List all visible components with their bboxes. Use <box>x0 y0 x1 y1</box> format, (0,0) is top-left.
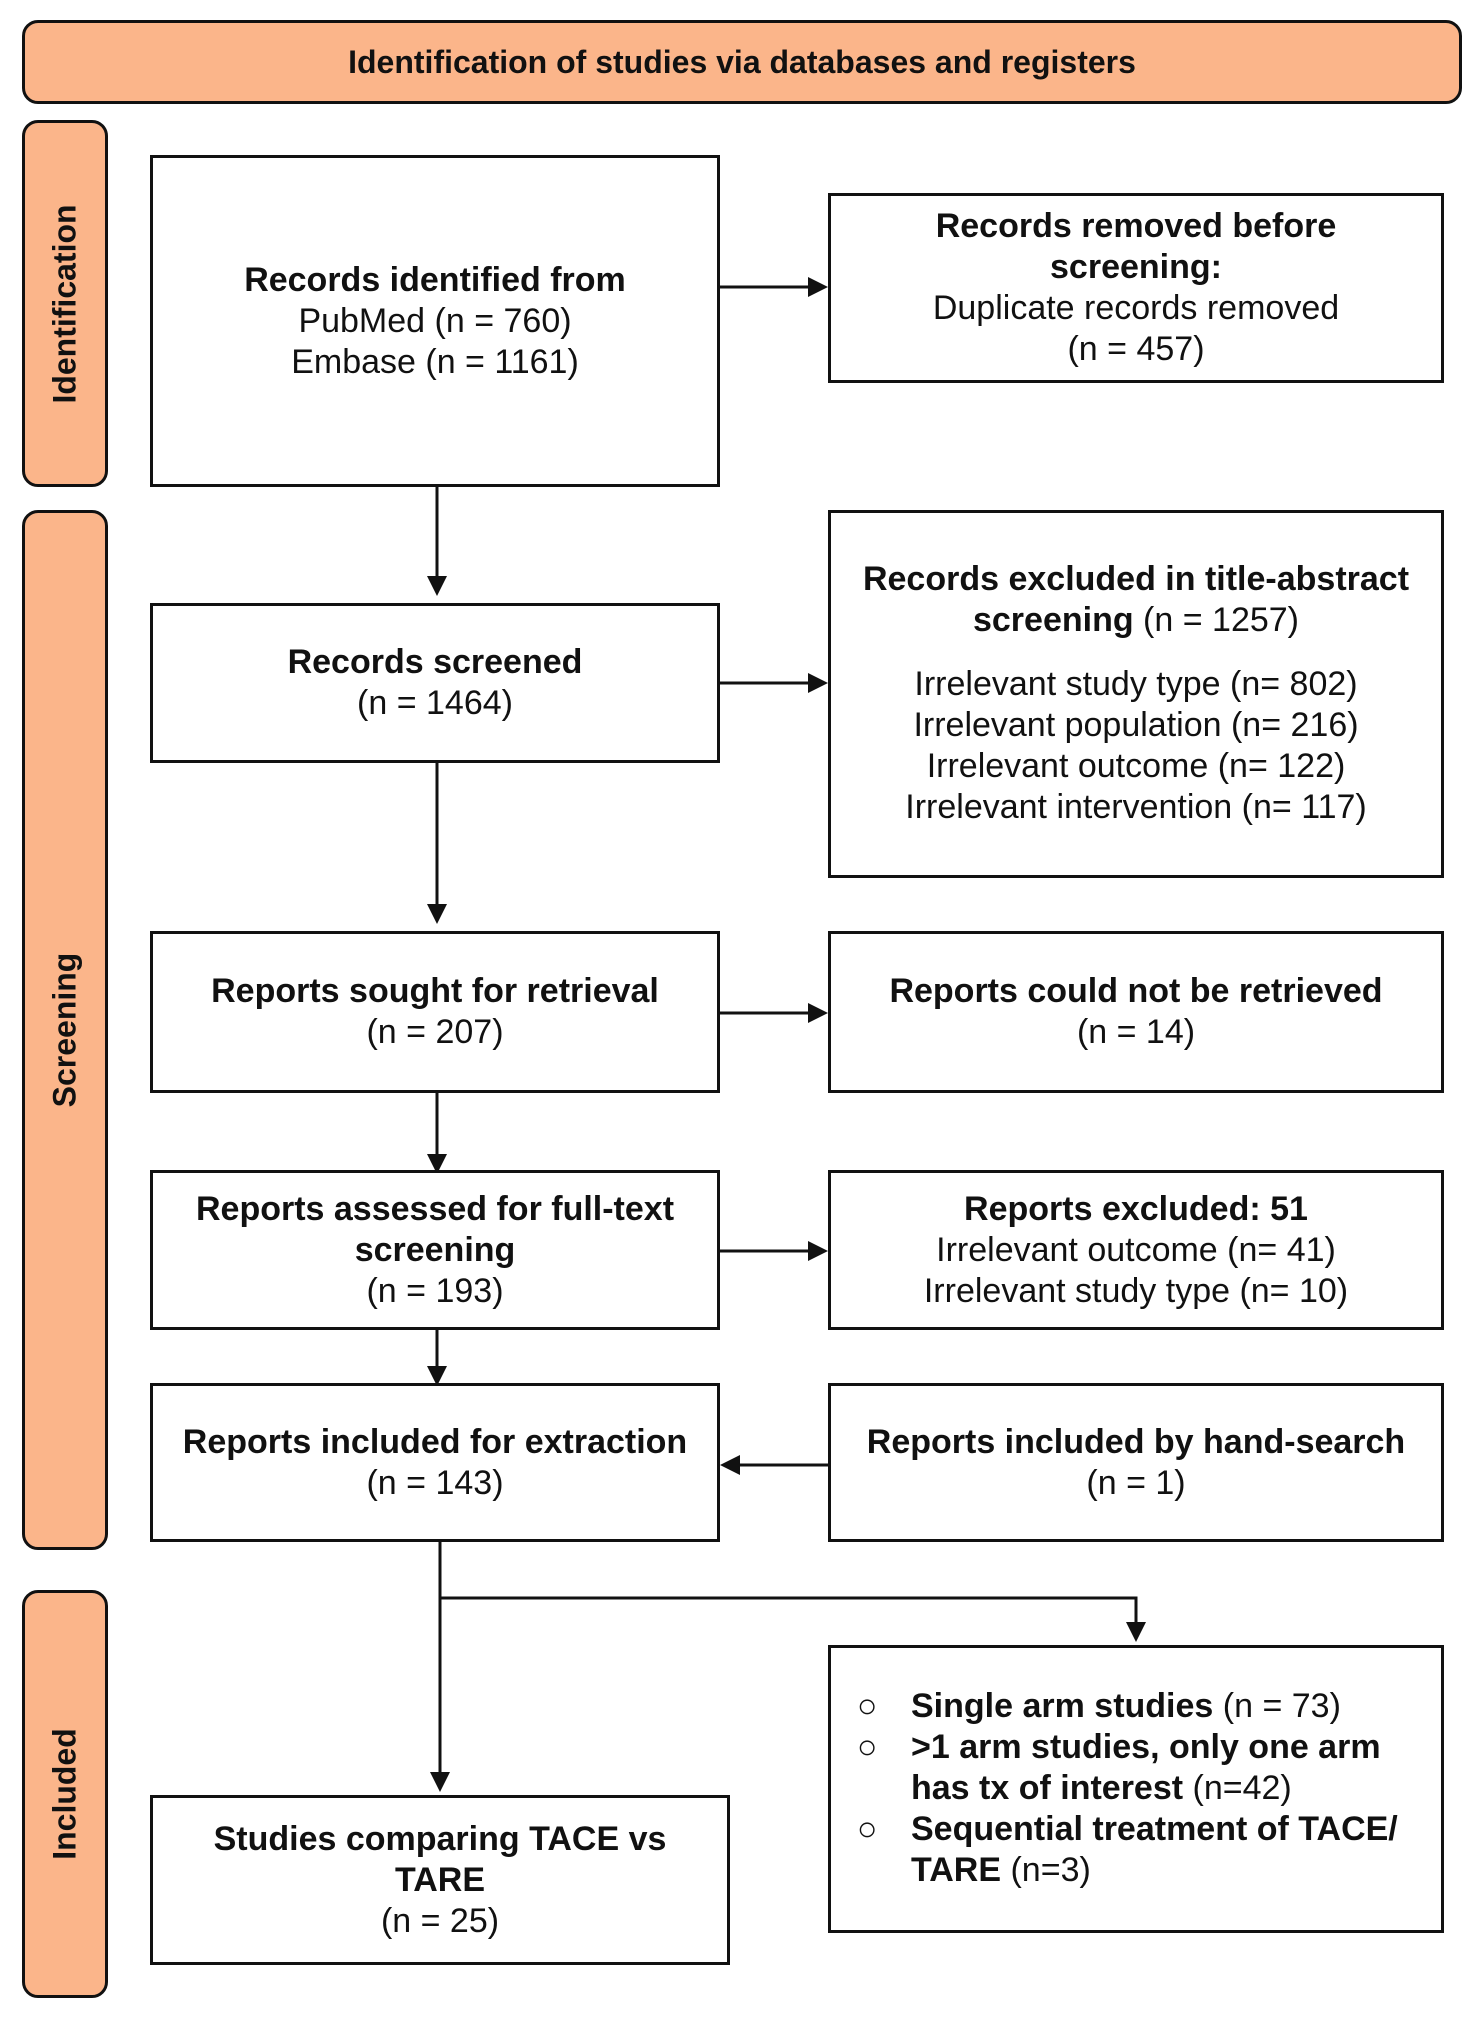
hand-search-count: (n = 1) <box>1086 1463 1186 1502</box>
arrowhead <box>808 1241 828 1261</box>
records-removed-title-1: Records removed before <box>935 207 1337 245</box>
other-studies-list: ○ Single arm studies (n = 73) ○ >1 arm s… <box>857 1686 1421 1891</box>
arrowhead <box>1126 1622 1146 1642</box>
records-excluded-box: Records excluded in title-abstract scree… <box>828 510 1444 878</box>
arrowhead <box>808 673 828 693</box>
reports-not-retrieved-title: Reports could not be retrieved <box>889 972 1383 1010</box>
header-banner: Identification of studies via databases … <box>22 20 1462 104</box>
arrowhead <box>427 1154 447 1174</box>
records-screened-box: Records screened (n = 1464) <box>150 603 720 763</box>
reports-excluded-title: Reports excluded: 51 <box>964 1189 1308 1228</box>
records-screened-title: Records screened <box>287 643 583 681</box>
arrowhead <box>430 1772 450 1792</box>
list-item-count: (n = 73) <box>1213 1687 1341 1725</box>
list-item-bold: >1 arm studies, only one arm has tx of i… <box>911 1728 1381 1807</box>
records-excluded-title-2-line: screening (n = 1257) <box>973 600 1299 641</box>
records-identified-embase: Embase (n = 1161) <box>291 342 579 381</box>
reports-not-retrieved-count: (n = 14) <box>1076 1013 1196 1051</box>
hand-search-title: Reports included by hand-search <box>866 1422 1406 1461</box>
reports-excluded-line-2: Irrelevant study type (n= 10) <box>923 1271 1349 1310</box>
records-excluded-item: Irrelevant intervention (n= 117) <box>905 788 1367 826</box>
hand-search-box: Reports included by hand-search (n = 1) <box>828 1383 1444 1542</box>
list-item-count: (n=3) <box>1001 1851 1091 1889</box>
header-title: Identification of studies via databases … <box>348 43 1136 80</box>
list-item: ○ Single arm studies (n = 73) <box>857 1686 1421 1727</box>
list-item-count: (n=42) <box>1183 1769 1292 1807</box>
reports-assessed-title-1: Reports assessed for full-text <box>195 1189 675 1228</box>
studies-comparing-title-1: Studies comparing TACE vs <box>213 1819 667 1858</box>
reports-assessed-box: Reports assessed for full-text screening… <box>150 1170 720 1330</box>
bullet-circle-icon: ○ <box>857 1728 878 1766</box>
studies-comparing-title-2: TARE <box>394 1860 486 1899</box>
reports-included-count: (n = 143) <box>366 1463 504 1502</box>
phase-included: Included <box>22 1590 108 1998</box>
reports-not-retrieved-box: Reports could not be retrieved (n = 14) <box>828 931 1444 1093</box>
phase-screening: Screening <box>22 510 108 1550</box>
records-identified-pubmed: PubMed (n = 760) <box>298 301 572 340</box>
list-item: ○ >1 arm studies, only one arm has tx of… <box>857 1727 1421 1809</box>
phase-identification: Identification <box>22 120 108 487</box>
records-removed-box: Records removed before screening: Duplic… <box>828 193 1444 383</box>
arrow-included-to-other <box>440 1596 1138 1622</box>
arrowhead <box>720 1455 740 1475</box>
records-excluded-count: (n = 1257) <box>1133 601 1299 639</box>
studies-comparing-box: Studies comparing TACE vs TARE (n = 25) <box>150 1795 730 1965</box>
records-removed-line-1: Duplicate records removed <box>932 289 1340 327</box>
reports-sought-box: Reports sought for retrieval (n = 207) <box>150 931 720 1093</box>
reports-sought-count: (n = 207) <box>366 1013 504 1051</box>
bullet-circle-icon: ○ <box>857 1810 878 1848</box>
arrowhead <box>808 277 828 297</box>
records-excluded-title-2: screening <box>972 601 1134 639</box>
reports-assessed-count: (n = 193) <box>366 1271 504 1310</box>
records-identified-title: Records identified from <box>244 260 626 299</box>
records-excluded-item: Irrelevant outcome (n= 122) <box>926 747 1346 785</box>
arrowhead <box>427 1366 447 1386</box>
records-excluded-item: Irrelevant study type (n= 802) <box>914 665 1358 703</box>
arrowhead <box>808 1003 828 1023</box>
arrowhead <box>427 904 447 924</box>
studies-comparing-count: (n = 25) <box>380 1901 500 1940</box>
records-excluded-title-1: Records excluded in title-abstract <box>862 560 1410 598</box>
reports-included-title: Reports included for extraction <box>182 1422 688 1461</box>
reports-assessed-title-2: screening <box>354 1230 516 1269</box>
reports-sought-title: Reports sought for retrieval <box>211 972 659 1010</box>
list-item-bold: Sequential treatment of TACE/ TARE <box>911 1810 1398 1889</box>
reports-excluded-box: Reports excluded: 51 Irrelevant outcome … <box>828 1170 1444 1330</box>
arrowhead <box>427 576 447 596</box>
other-studies-box: ○ Single arm studies (n = 73) ○ >1 arm s… <box>828 1645 1444 1933</box>
records-identified-box: Records identified from PubMed (n = 760)… <box>150 155 720 487</box>
records-screened-count: (n = 1464) <box>357 684 513 722</box>
records-removed-title-2: screening: <box>1050 248 1222 286</box>
records-excluded-item: Irrelevant population (n= 216) <box>913 706 1359 744</box>
list-item-bold: Single arm studies <box>911 1687 1214 1725</box>
records-removed-count: (n = 457) <box>1067 330 1205 368</box>
reports-included-box: Reports included for extraction (n = 143… <box>150 1383 720 1542</box>
bullet-circle-icon: ○ <box>857 1687 878 1725</box>
reports-excluded-line-1: Irrelevant outcome (n= 41) <box>936 1230 1336 1269</box>
list-item: ○ Sequential treatment of TACE/ TARE (n=… <box>857 1809 1421 1891</box>
